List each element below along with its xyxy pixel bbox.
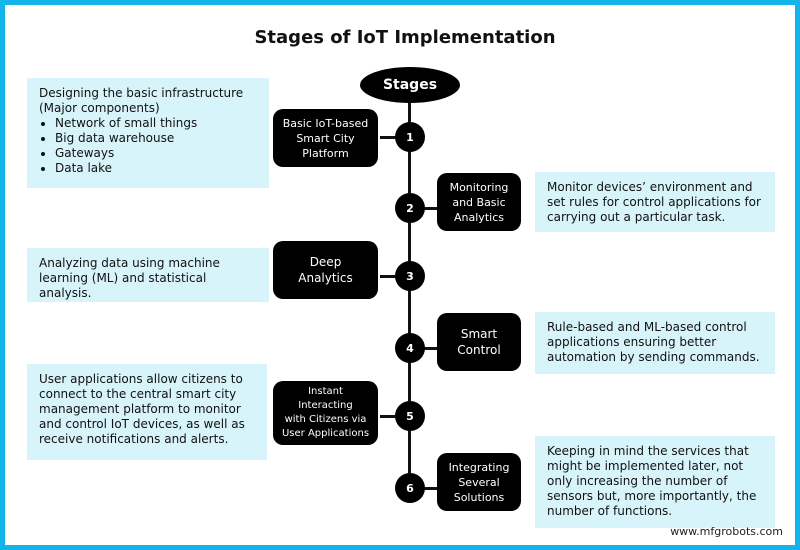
stage-5-description: User applications allow citizens to conn… <box>27 364 267 460</box>
bullet-item: Network of small things <box>55 116 259 131</box>
stage-4-node: Smart Control <box>437 313 521 371</box>
bullet-item: Gateways <box>55 146 259 161</box>
stage-5-node: Instant Interacting with Citizens via Us… <box>273 381 378 445</box>
stage-1-node: Basic IoT-based Smart City Platform <box>273 109 378 167</box>
stage-6-description: Keeping in mind the services that might … <box>535 436 775 528</box>
timeline-spine <box>408 95 411 495</box>
stage-1-bullet-list: Network of small things Big data warehou… <box>39 116 259 176</box>
stage-2-number: 2 <box>395 193 425 223</box>
stage-2-description: Monitor devices’ environment and set rul… <box>535 172 775 232</box>
stage-1-number: 1 <box>395 122 425 152</box>
stage-4-description: Rule-based and ML-based control applicat… <box>535 312 775 374</box>
bullet-item: Big data warehouse <box>55 131 259 146</box>
connector-6 <box>410 487 443 490</box>
connector-4 <box>410 347 443 350</box>
diagram-title: Stages of IoT Implementation <box>254 27 556 48</box>
connector-2 <box>410 207 443 210</box>
stage-1-description-text: Designing the basic infrastructure (Majo… <box>39 86 244 115</box>
stage-1-description: Designing the basic infrastructure (Majo… <box>27 78 269 188</box>
bullet-item: Data lake <box>55 161 259 176</box>
stage-6-node: Integrating Several Solutions <box>437 453 521 511</box>
stage-4-number: 4 <box>395 333 425 363</box>
stage-3-number: 3 <box>395 261 425 291</box>
stage-3-description: Analyzing data using machine learning (M… <box>27 248 269 302</box>
stage-6-number: 6 <box>395 473 425 503</box>
stage-2-node: Monitoring and Basic Analytics <box>437 173 521 231</box>
stage-3-node: Deep Analytics <box>273 241 378 299</box>
stage-5-number: 5 <box>395 401 425 431</box>
watermark-text: www.mfgrobots.com <box>670 525 783 538</box>
stages-root-node: Stages <box>360 67 460 103</box>
